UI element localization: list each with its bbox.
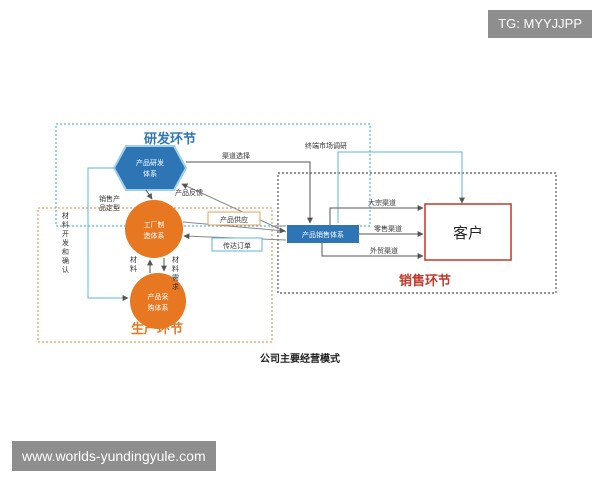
svg-text:和: 和 xyxy=(62,247,69,256)
terminal-research-label: 终端市场调研 xyxy=(305,141,347,150)
svg-text:材: 材 xyxy=(62,211,69,220)
purchase-label-line1: 产品采 xyxy=(148,292,169,301)
svg-text:求: 求 xyxy=(172,282,179,291)
svg-text:需: 需 xyxy=(172,274,179,282)
svg-text:料: 料 xyxy=(172,264,179,273)
rd-section-box xyxy=(55,123,371,227)
svg-text:料: 料 xyxy=(130,264,137,273)
svg-text:材: 材 xyxy=(130,255,137,264)
svg-text:料: 料 xyxy=(62,220,69,229)
material-dev-confirm-label: 材 料 开 发 和 确 认 xyxy=(62,211,69,274)
factory-label-line1: 工厂制 xyxy=(144,220,165,229)
factory-label-line2: 造体系 xyxy=(144,231,165,240)
sales-system-box xyxy=(287,225,359,243)
sales-section-box xyxy=(277,172,557,294)
product-supply-label: 产品供应 xyxy=(220,215,248,224)
factory-system-circle xyxy=(125,200,183,258)
svg-text:确: 确 xyxy=(62,256,69,265)
materials-label: 材 料 xyxy=(130,255,137,273)
retail-channel-label: 零售渠道 xyxy=(374,224,402,233)
purchase-label-line2: 购体系 xyxy=(148,303,169,312)
customer-box xyxy=(424,203,512,261)
large-channel-label: 大宗渠道 xyxy=(368,198,396,207)
rd-system-label-line2: 体系 xyxy=(143,169,157,178)
customer-label: 客户 xyxy=(453,224,483,242)
rd-system-label-line1: 产品研发 xyxy=(136,158,164,167)
svg-text:认: 认 xyxy=(62,265,69,274)
rd-section-title: 研发环节 xyxy=(144,131,196,147)
svg-text:开: 开 xyxy=(62,230,69,238)
purchase-system-circle xyxy=(130,273,186,329)
bottom-watermark: www.worlds-yundingyule.com xyxy=(12,441,216,471)
diagram-caption: 公司主要经营模式 xyxy=(260,352,340,365)
materials-demand-label: 材 料 需 求 xyxy=(172,255,179,291)
channel-select-label: 渠道选择 xyxy=(222,151,250,160)
product-supply-box xyxy=(207,211,261,226)
top-watermark: TG: MYYJJPP xyxy=(488,10,592,38)
sales-positioning-label-line2: 品定型 xyxy=(99,203,120,212)
deliver-orders-label: 传达订单 xyxy=(223,241,251,250)
sales-system-label: 产品销售体系 xyxy=(302,230,344,239)
rd-system-hexagon xyxy=(112,145,188,191)
svg-text:发: 发 xyxy=(62,238,69,247)
foreign-trade-channel-label: 外贸渠道 xyxy=(370,246,398,255)
product-feedback-label: 产品反馈 xyxy=(175,188,203,197)
svg-text:材: 材 xyxy=(172,255,179,264)
sales-section-title: 销售环节 xyxy=(399,273,451,289)
deliver-orders-box xyxy=(211,237,263,252)
sales-positioning-label-line1: 销售产 xyxy=(99,194,120,203)
